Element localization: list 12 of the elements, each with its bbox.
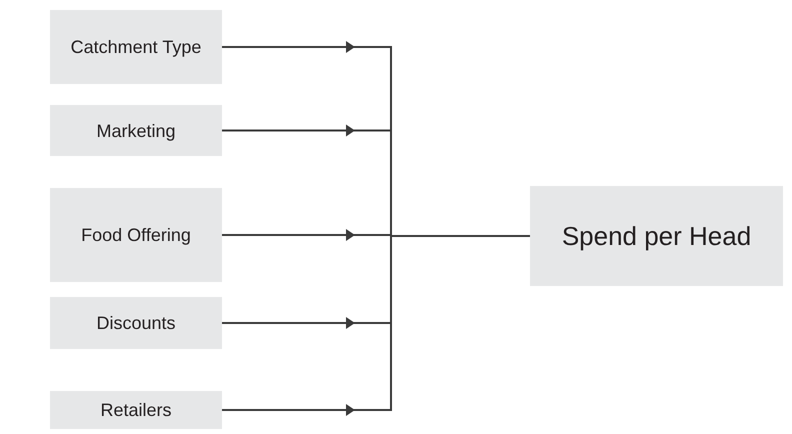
box-label: Catchment Type bbox=[70, 36, 202, 59]
factor-box bbox=[50, 10, 222, 84]
factor-box bbox=[50, 105, 222, 156]
box-label: Retailers bbox=[99, 399, 173, 422]
factor-box bbox=[530, 186, 783, 286]
box-label: Spend per Head bbox=[560, 220, 752, 253]
box-label: Marketing bbox=[95, 120, 177, 143]
factor-box bbox=[50, 188, 222, 282]
factor-box bbox=[50, 391, 222, 429]
box-label: Food Offering bbox=[80, 224, 192, 247]
factor-box bbox=[50, 297, 222, 349]
box-label: Discounts bbox=[95, 312, 177, 335]
